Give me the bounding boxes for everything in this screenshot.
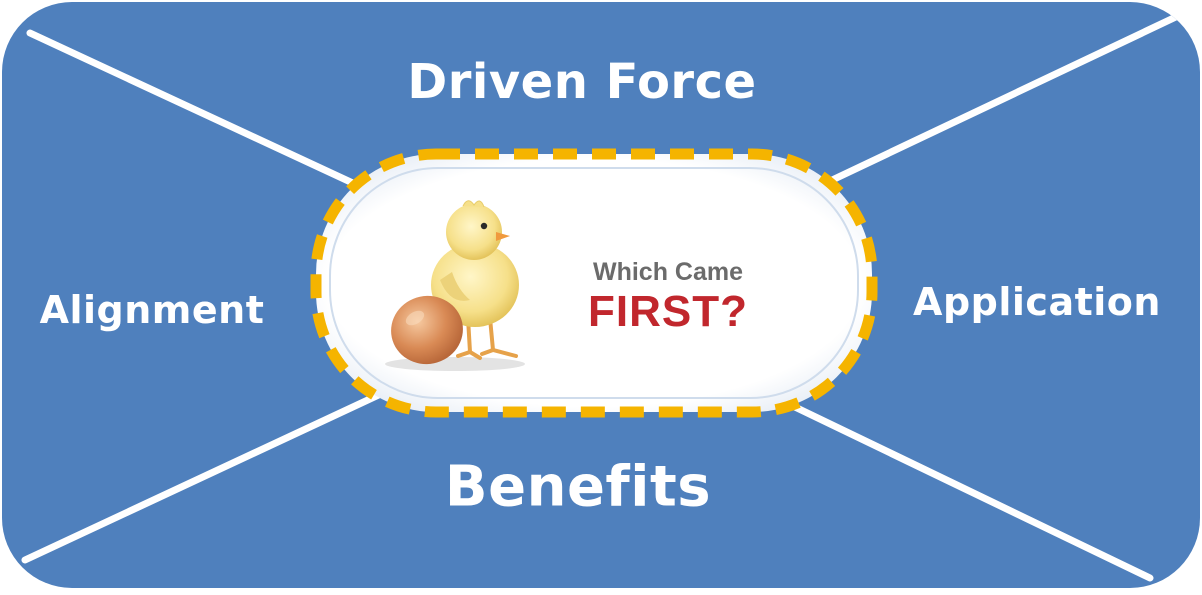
center-pill-inner: [329, 167, 859, 399]
chick-and-egg-illustration: [385, 200, 525, 371]
label-alignment: Alignment: [39, 288, 265, 332]
center-title: FIRST?: [588, 287, 748, 336]
divider-bottom-left: [21, 381, 404, 564]
divider-top-right: [786, 11, 1184, 204]
label-benefits: Benefits: [444, 454, 712, 520]
divider-bottom-right: [766, 391, 1154, 582]
label-driven-force: Driven Force: [407, 54, 757, 110]
label-application: Application: [913, 280, 1161, 324]
center-subtitle: Which Came: [592, 258, 744, 286]
divider-top-left: [26, 29, 404, 209]
